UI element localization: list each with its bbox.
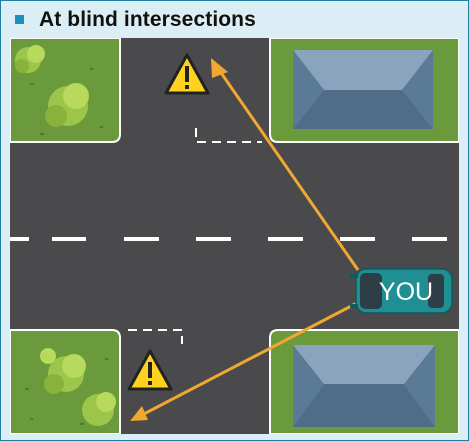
house-roof-bottom-right	[293, 345, 435, 427]
car-label: YOU	[379, 278, 433, 306]
header: At blind intersections	[1, 1, 468, 38]
intersection-scene: YOU	[10, 38, 459, 434]
bullet-square	[15, 15, 24, 24]
house-roof-top-right	[293, 50, 433, 129]
figure-title: At blind intersections	[39, 8, 256, 32]
bush-icon	[40, 348, 56, 364]
intersection-diagram: YOU	[10, 38, 459, 434]
